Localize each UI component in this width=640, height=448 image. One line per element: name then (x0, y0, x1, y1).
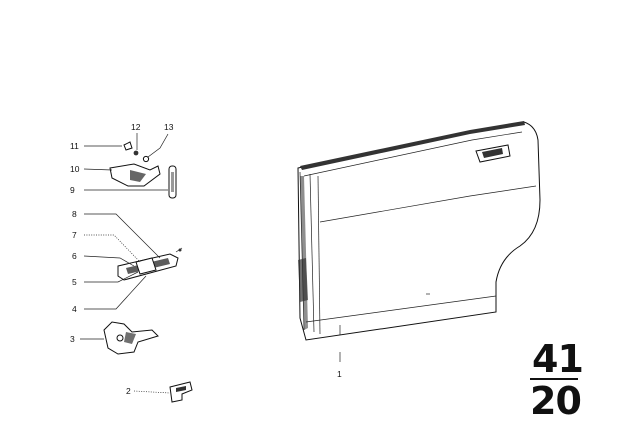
page-sheet-number: 20 (530, 379, 581, 423)
leader-line-8 (84, 213, 161, 259)
callout-8[interactable]: 8 (72, 209, 77, 219)
leader-line-5 (84, 271, 139, 283)
callout-13[interactable]: 13 (164, 122, 174, 132)
leader-line-6 (83, 255, 135, 267)
callout-4[interactable]: 4 (72, 304, 77, 314)
callout-1[interactable]: 1 (337, 369, 342, 379)
page-reference: 41 20 (530, 337, 584, 423)
door-check-assembly[interactable] (117, 247, 183, 281)
leader-line-13 (147, 133, 169, 158)
callout-11[interactable]: 11 (70, 141, 79, 151)
callout-6[interactable]: 6 (72, 251, 77, 261)
callout-3[interactable]: 3 (70, 334, 75, 344)
leader-line-7 (84, 234, 141, 263)
door-hinge[interactable] (103, 321, 159, 355)
callout-2[interactable]: 2 (126, 386, 131, 396)
callout-10[interactable]: 10 (70, 164, 80, 174)
rear-door-shell[interactable] (297, 121, 541, 341)
leader-line-10 (83, 168, 113, 171)
callout-7[interactable]: 7 (72, 230, 77, 240)
callout-9[interactable]: 9 (70, 185, 75, 195)
leader-line-4 (84, 275, 147, 310)
leader-line-2 (133, 390, 171, 394)
callout-12[interactable]: 12 (131, 122, 141, 132)
upper-hinge-assembly[interactable] (109, 141, 177, 199)
page-group-number: 41 (532, 337, 583, 381)
callout-5[interactable]: 5 (72, 277, 77, 287)
hinge-bracket-small[interactable] (169, 381, 193, 403)
